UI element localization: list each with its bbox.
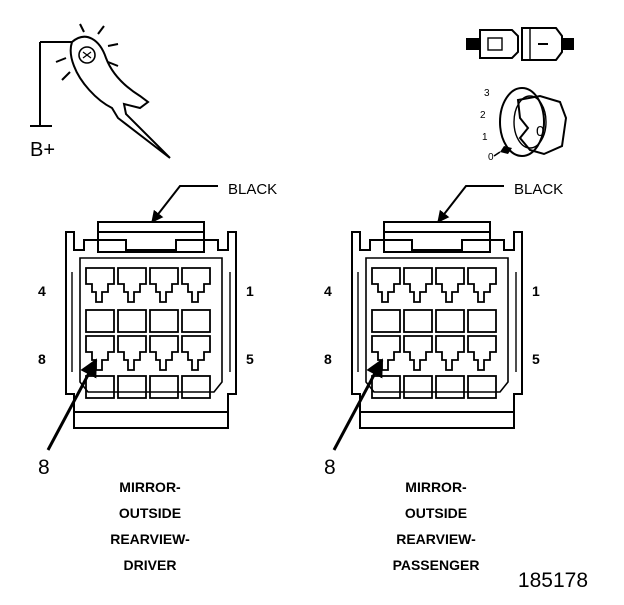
caption-line-3-driver: REARVIEW-	[110, 531, 190, 547]
color-leader-passenger	[437, 185, 504, 223]
color-label-driver: BLACK	[228, 181, 277, 198]
connector-housing-driver	[65, 221, 237, 429]
pin-label-4-driver: 4	[38, 283, 46, 299]
connector-passenger: BLACK 4 1 8 5 8 MIRROR- OUTSIDE	[324, 181, 563, 573]
caption-line-2-passenger: OUTSIDE	[405, 505, 467, 521]
callout-label-passenger: 8	[324, 456, 336, 479]
caption-line-4-driver: DRIVER	[124, 557, 177, 573]
caption-line-3-passenger: REARVIEW-	[396, 531, 476, 547]
key-position-3: 3	[484, 88, 490, 99]
connector-driver: BLACK 4 1 8 5 8	[38, 181, 277, 573]
pin-label-8-passenger: 8	[324, 351, 332, 367]
connector-housing-passenger	[351, 221, 523, 429]
battery-label: B+	[30, 139, 55, 161]
pin-label-5-driver: 5	[246, 351, 254, 367]
color-leader-driver	[151, 185, 218, 223]
caption-line-1-passenger: MIRROR-	[405, 479, 467, 495]
key-position-1: 1	[482, 132, 488, 143]
caption-line-2-driver: OUTSIDE	[119, 505, 181, 521]
pin-label-1-passenger: 1	[532, 283, 540, 299]
pin-label-8-driver: 8	[38, 351, 46, 367]
caption-line-4-passenger: PASSENGER	[393, 557, 480, 573]
caption-line-1-driver: MIRROR-	[119, 479, 181, 495]
pin-label-4-passenger: 4	[324, 283, 332, 299]
fuse-icon	[466, 27, 574, 61]
pin-label-1-driver: 1	[246, 283, 254, 299]
callout-arrow-passenger	[332, 358, 384, 451]
key-mark: 0	[536, 123, 544, 140]
key-position-2: 2	[480, 110, 486, 121]
ignition-key-icon: 0 3 2 1 0	[480, 87, 568, 163]
test-light-probe-icon	[30, 23, 171, 159]
key-position-0: 0	[488, 152, 494, 163]
color-label-passenger: BLACK	[514, 181, 563, 198]
callout-label-driver: 8	[38, 456, 50, 479]
callout-arrow-driver	[46, 358, 98, 451]
figure-number: 185178	[518, 569, 588, 592]
pin-label-5-passenger: 5	[532, 351, 540, 367]
